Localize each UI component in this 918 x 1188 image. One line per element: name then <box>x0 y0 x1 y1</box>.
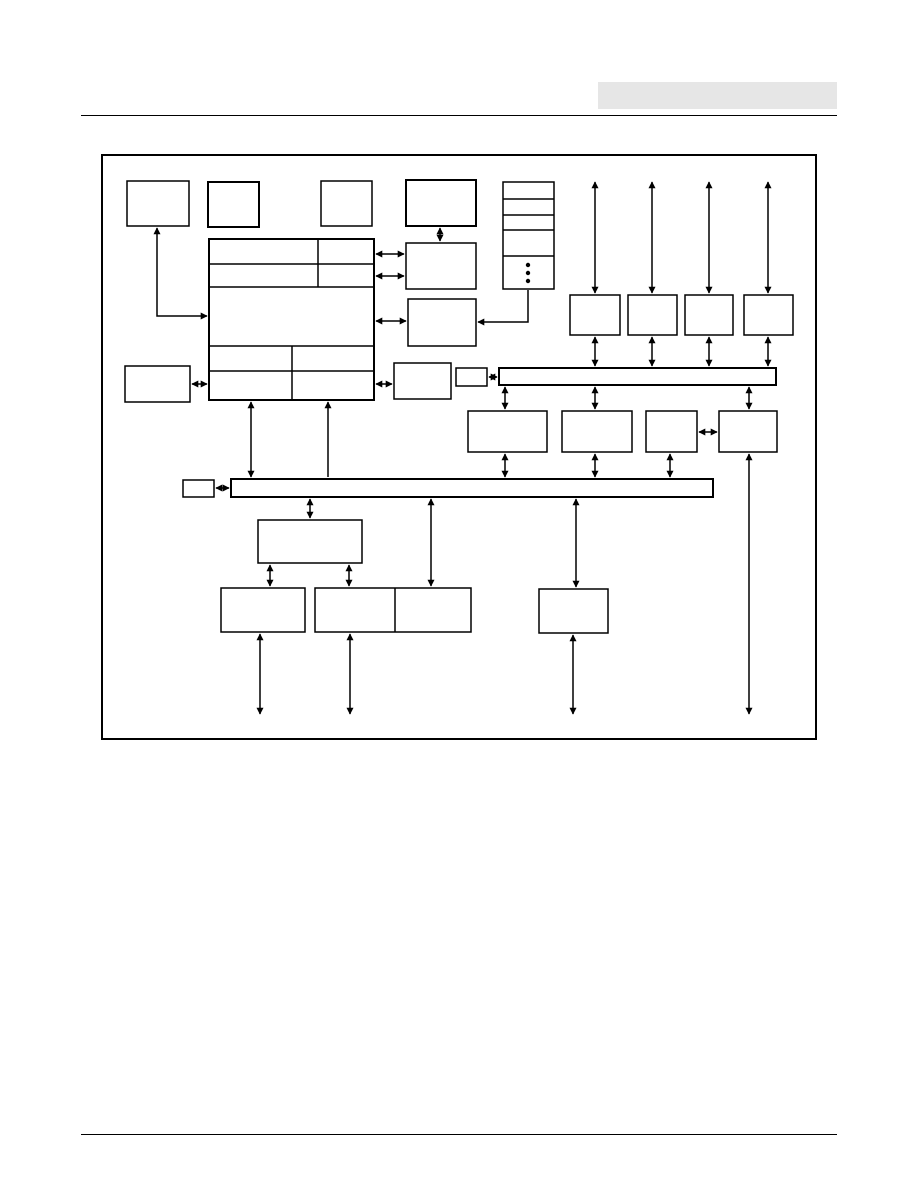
diagram-frame <box>101 154 817 740</box>
bottom-box-1 <box>220 587 306 633</box>
core-block <box>208 238 375 401</box>
peripheral-a <box>405 242 477 290</box>
small-tag-main-bus <box>182 479 215 498</box>
peripheral-b <box>407 298 477 347</box>
ellipsis-icon <box>525 262 531 284</box>
mid-box-2 <box>561 410 633 453</box>
bridge-box <box>257 519 363 564</box>
link-memory-periph-b <box>477 290 529 326</box>
top-box-2 <box>207 181 260 228</box>
io-top-4 <box>743 294 794 336</box>
header-tab <box>598 82 837 109</box>
io-top-1 <box>569 294 621 336</box>
mid-box-3 <box>645 410 698 453</box>
header-rule <box>81 115 837 116</box>
top-box-3 <box>320 180 373 227</box>
bottom-box-3 <box>538 588 609 634</box>
small-tag-upper-bus <box>455 367 488 387</box>
link-topbox1-core <box>153 227 208 320</box>
io-top-2 <box>627 294 678 336</box>
top-box-1 <box>126 180 190 227</box>
main-bus <box>230 478 714 498</box>
mid-box-1 <box>467 410 548 453</box>
top-box-4 <box>405 179 477 227</box>
io-top-3 <box>684 294 734 336</box>
left-box <box>124 365 191 403</box>
footer-rule <box>81 1134 837 1135</box>
upper-bus <box>498 367 777 386</box>
bottom-box-2 <box>314 587 472 633</box>
mid-box-4 <box>718 410 778 453</box>
peripheral-c <box>393 362 452 400</box>
